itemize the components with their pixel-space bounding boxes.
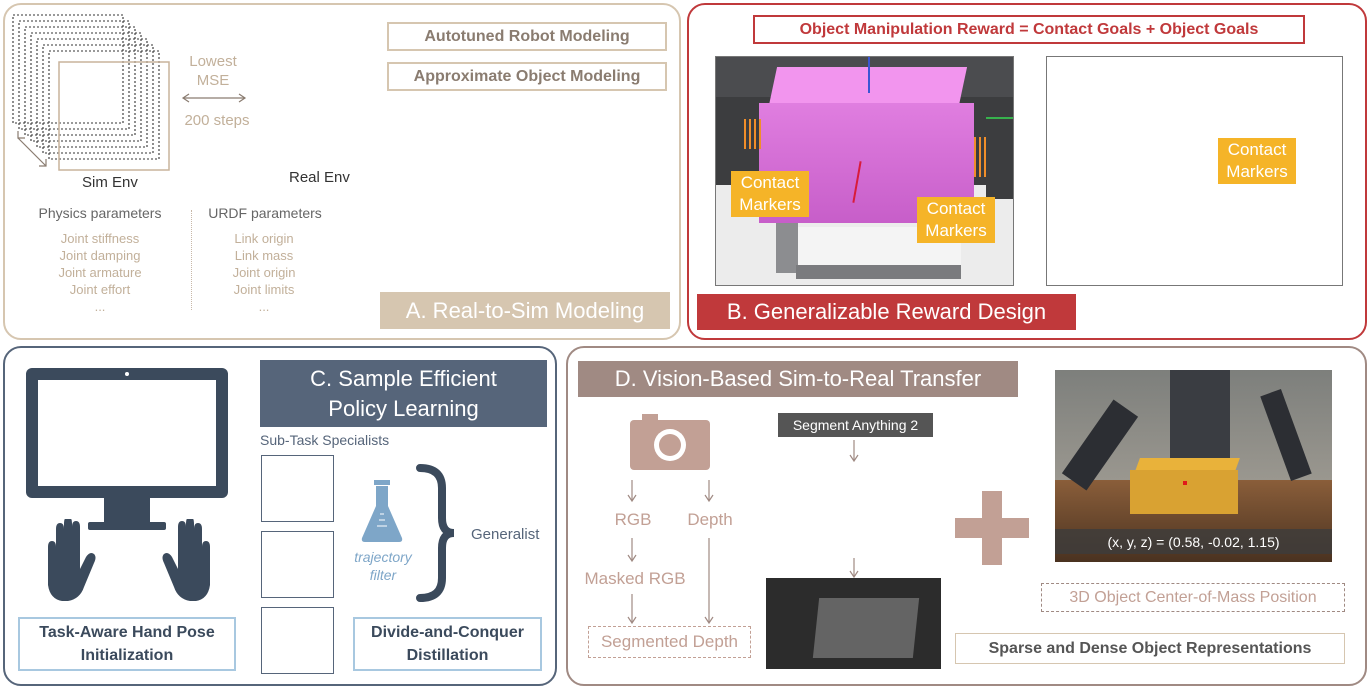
steps-label: 200 steps <box>184 112 250 129</box>
physics-item: ... <box>94 299 106 314</box>
physics-item: Joint effort <box>69 282 131 297</box>
left-hand-icon <box>48 519 96 601</box>
sub-task-specialists-label: Sub-Task Specialists <box>260 432 390 448</box>
panel-real-to-sim <box>3 3 681 340</box>
urdf-item: Joint origin <box>232 265 296 280</box>
sim-env-frame <box>24 26 136 136</box>
real-env-frame <box>58 61 170 171</box>
panel-policy-learning <box>3 346 557 686</box>
camera-icon <box>630 414 710 470</box>
contact-marker-text: Markers <box>925 221 987 240</box>
sim-env-frame <box>30 32 142 142</box>
flask-icon <box>361 480 403 542</box>
physics-parameters-list: Joint stiffness Joint damping Joint arma… <box>30 230 170 315</box>
sim-env-frame <box>18 20 130 130</box>
physics-item: Joint stiffness <box>60 231 140 246</box>
depth-image <box>766 578 941 669</box>
real-image-placeholder <box>1046 56 1343 286</box>
divide-and-conquer-distillation-label: Divide-and-Conquer Distillation <box>353 617 542 671</box>
orange-points-left <box>744 119 762 149</box>
urdf-parameters-list: Link origin Link mass Joint origin Joint… <box>198 230 330 315</box>
axis-blue <box>868 57 870 93</box>
hand-pose-line-1: Task-Aware Hand Pose <box>39 624 215 641</box>
monitor-icon <box>26 368 228 530</box>
urdf-item: Link origin <box>234 231 294 246</box>
contact-marker-text: Markers <box>739 195 801 214</box>
green-right-edge <box>986 117 1013 199</box>
white-block-side <box>776 223 798 273</box>
sim-env-stack-graphic <box>12 14 170 171</box>
contact-marker-label-2: Contact Markers <box>917 197 995 243</box>
pipeline-arrows <box>627 440 859 625</box>
panel-b-tag: B. Generalizable Reward Design <box>697 294 1076 330</box>
mse-label: MSE <box>196 72 230 89</box>
filter-line-2: filter <box>369 567 397 583</box>
panel-c-tag-line-1: C. Sample Efficient <box>310 365 497 391</box>
trajectory-filter-label: trajectory filter <box>344 548 422 584</box>
physics-parameters-header: Physics parameters <box>38 205 162 221</box>
distill-line-2: Distillation <box>406 647 489 664</box>
parameter-divider <box>191 210 192 310</box>
hand-pose-initialization-label: Task-Aware Hand Pose Initialization <box>18 617 236 671</box>
photo-com-point <box>1183 481 1187 485</box>
hand-pose-line-2: Initialization <box>80 647 174 664</box>
sparse-dense-representations-label: Sparse and Dense Object Representations <box>955 633 1345 664</box>
sim-env-frame <box>42 44 154 154</box>
rgb-label: RGB <box>614 510 652 529</box>
segmented-depth-label: Segmented Depth <box>588 626 751 658</box>
panel-c-tag-line-2: Policy Learning <box>328 395 479 421</box>
urdf-parameters-header: URDF parameters <box>208 205 322 221</box>
specialist-box <box>261 607 334 674</box>
mse-double-arrow <box>181 93 247 103</box>
urdf-item: Joint limits <box>233 282 295 297</box>
autotuned-robot-modeling-label: Autotuned Robot Modeling <box>387 22 667 51</box>
position-readout: (x, y, z) = (0.58, -0.02, 1.15) <box>1055 529 1332 554</box>
contact-marker-text: Contact <box>1227 140 1287 159</box>
filter-line-1: trajectory <box>354 549 412 565</box>
curly-brace <box>416 464 455 602</box>
reward-equation: Object Manipulation Reward = Contact Goa… <box>753 15 1305 44</box>
panel-d-tag: D. Vision-Based Sim-to-Real Transfer <box>578 361 1018 397</box>
sim-env-frame <box>36 38 148 148</box>
right-hand-icon <box>162 519 210 601</box>
com-position-label: 3D Object Center-of-Mass Position <box>1041 583 1345 612</box>
photo-robot-body <box>1170 370 1230 460</box>
urdf-item: Link mass <box>234 248 294 263</box>
depth-arrow <box>17 137 47 167</box>
specialist-box <box>261 455 334 522</box>
masked-rgb-label: Masked RGB <box>584 569 686 588</box>
specialist-box <box>261 531 334 598</box>
approximate-object-modeling-label: Approximate Object Modeling <box>387 62 667 91</box>
lowest-label: Lowest <box>189 53 237 70</box>
contact-marker-text: Contact <box>926 199 986 218</box>
contact-marker-text: Markers <box>1226 162 1288 181</box>
distill-line-1: Divide-and-Conquer <box>371 624 524 641</box>
white-block-bottom <box>796 265 961 279</box>
sim-env-label: Sim Env <box>82 174 138 191</box>
depth-label: Depth <box>687 510 733 529</box>
contact-marker-label-1: Contact Markers <box>731 171 809 217</box>
contact-marker-label-3: Contact Markers <box>1218 138 1296 184</box>
panel-reward-design <box>687 3 1367 340</box>
physics-item: Joint armature <box>58 265 142 280</box>
sim-env-frame <box>48 50 160 160</box>
plus-sign <box>955 491 1029 565</box>
sam-label: Segment Anything 2 <box>778 413 933 437</box>
contact-marker-text: Contact <box>740 173 800 192</box>
physics-item: Joint damping <box>59 248 141 263</box>
urdf-item: ... <box>258 299 270 314</box>
generalist-label: Generalist <box>471 526 540 543</box>
real-env-label: Real Env <box>289 169 350 186</box>
panel-a-tag: A. Real-to-Sim Modeling <box>380 292 670 329</box>
depth-surface <box>812 598 920 658</box>
panel-c-tag: C. Sample Efficient Policy Learning <box>260 360 547 427</box>
sim-env-frame <box>12 14 124 124</box>
panel-sim-to-real <box>566 346 1367 686</box>
photo-box-front <box>1130 470 1238 514</box>
orange-points-right <box>974 137 988 177</box>
